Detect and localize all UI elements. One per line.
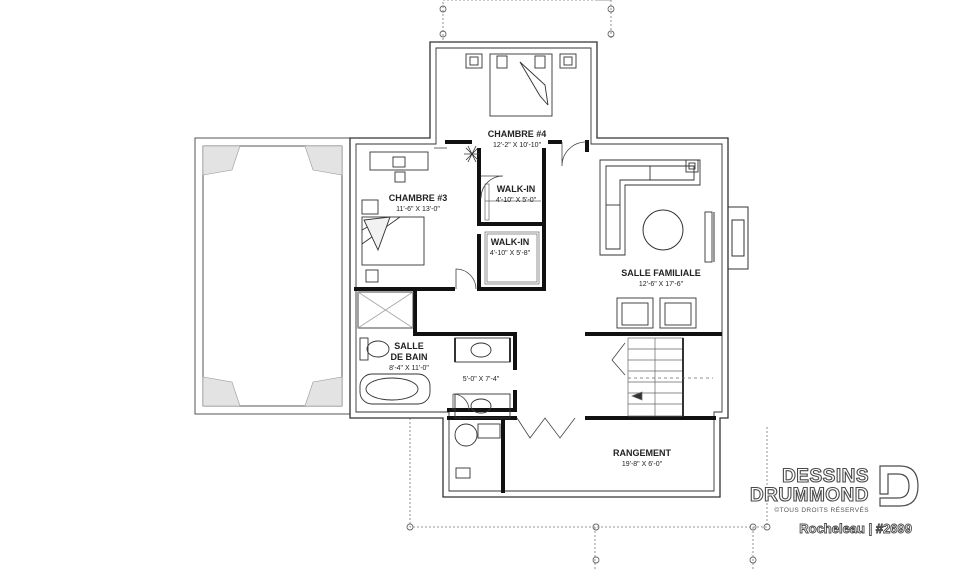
room-dimensions: 12'-6" X 17'-6" — [639, 281, 684, 288]
porch-posts-bottom — [406, 523, 771, 564]
toilet-bain — [359, 337, 390, 361]
room-dimensions: 4'-10" X 5'-0" — [496, 197, 537, 204]
room-dimensions: 12'-2" X 10'-10" — [493, 142, 542, 149]
carport-corner-hatch — [202, 145, 343, 407]
bathtub — [359, 373, 431, 405]
room-label-chambre3: CHAMBRE #3 11'-6" X 13'-0" — [389, 193, 448, 213]
sinks — [454, 337, 511, 419]
room-dimensions: 4'-10" X 5'-8" — [490, 250, 531, 257]
logo-icon — [879, 465, 919, 507]
room-name: CHAMBRE #3 — [389, 193, 448, 203]
room-name-line1: SALLE — [394, 341, 424, 351]
exterior-walls — [349, 41, 729, 498]
doors — [434, 141, 626, 439]
carport — [194, 137, 351, 415]
room-name: WALK-IN — [491, 237, 530, 247]
rights-notice: ©TOUS DROITS RÉSERVÉS — [774, 505, 869, 514]
bed-chambre4 — [465, 53, 577, 117]
porch-outline-bottom — [409, 418, 768, 569]
shower — [357, 291, 414, 329]
room-label-walkin-1: WALK-IN 4'-10" X 5'-0" — [496, 184, 537, 204]
room-name: WALK-IN — [497, 184, 536, 194]
room-label-salle-familiale: SALLE FAMILIALE 12'-6" X 17'-6" — [621, 268, 701, 288]
room-dimensions: 5'-0" X 7'-4" — [463, 376, 500, 383]
room-name: RANGEMENT — [613, 448, 672, 458]
powder-room — [454, 423, 501, 479]
plant-icon — [464, 145, 480, 163]
room-dimensions: 11'-6" X 13'-0" — [396, 206, 440, 213]
fireplace — [713, 206, 749, 270]
porch-outline-top — [442, 0, 612, 40]
room-dimensions: 19'-8" X 6'-0" — [622, 461, 663, 468]
bed-chambre3 — [361, 199, 425, 283]
room-label-salle-de-bain: SALLE DE BAIN 8'-4" X 11'-0" — [389, 341, 429, 372]
armchairs — [616, 159, 699, 329]
porch-posts-top — [439, 5, 615, 38]
room-dimensions: 8'-4" X 11'-0" — [389, 365, 429, 372]
room-name: CHAMBRE #4 — [488, 129, 547, 139]
stairs — [627, 337, 713, 417]
room-label-chambre4: CHAMBRE #4 12'-2" X 10'-10" — [488, 129, 547, 149]
brand-line1: DESSINS — [782, 466, 869, 487]
watermark: DESSINS DRUMMOND ©TOUS DROITS RÉSERVÉS R… — [749, 465, 919, 536]
room-name-line2: DE BAIN — [390, 352, 427, 362]
plan-name: Rocheleau | #2699 — [799, 521, 912, 536]
closet-rods — [484, 183, 541, 285]
desk-chambre3 — [369, 151, 429, 183]
room-label-rangement: RANGEMENT 19'-8" X 6'-0" — [613, 448, 672, 468]
sofa-sectional — [599, 159, 701, 256]
brand-line2: DRUMMOND — [750, 485, 869, 506]
room-label-walkin-2: WALK-IN 4'-10" X 5'-8" — [490, 237, 531, 257]
coffee-table — [642, 209, 684, 251]
tv-console — [704, 211, 713, 263]
room-label-vanity: 5'-0" X 7'-4" — [463, 376, 500, 383]
room-name: SALLE FAMILIALE — [621, 268, 701, 278]
